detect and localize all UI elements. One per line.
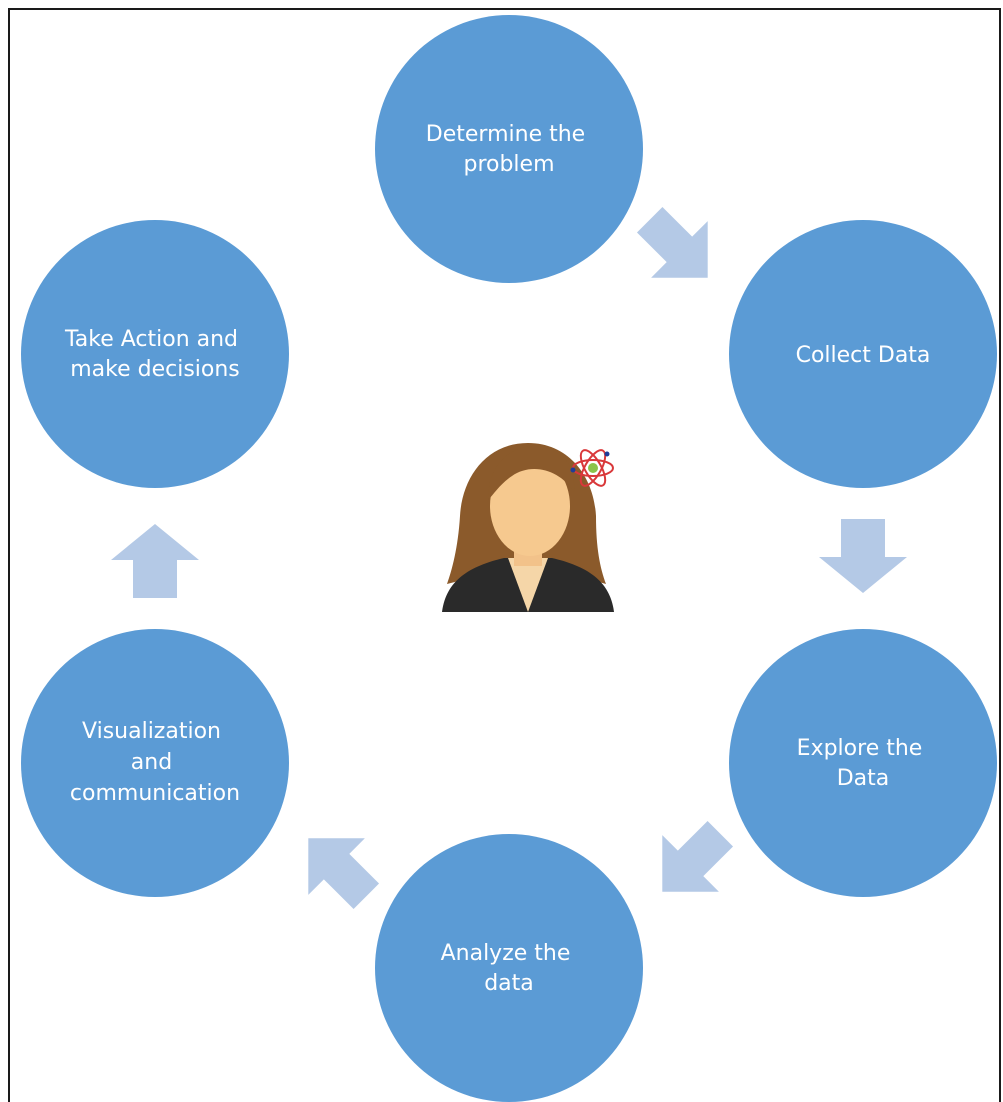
atom-icon bbox=[570, 449, 614, 487]
data-scientist-avatar-icon bbox=[442, 443, 614, 612]
arrow-down-left-icon bbox=[662, 820, 734, 892]
arrow-down-icon bbox=[819, 519, 907, 593]
arrow-down-right-icon bbox=[636, 206, 708, 278]
node-explore-label: Explore the Data bbox=[797, 736, 930, 791]
node-collect-label: Collect Data bbox=[796, 343, 931, 368]
node-determine bbox=[375, 15, 643, 283]
node-visualize-label: Visualization and communication bbox=[70, 719, 240, 806]
arrow-up-left-icon bbox=[308, 838, 380, 910]
arrow-up-icon bbox=[111, 524, 199, 598]
node-visualize bbox=[21, 629, 289, 897]
node-analyze-label: Analyze the data bbox=[441, 941, 578, 996]
node-collect bbox=[729, 220, 997, 488]
node-action bbox=[21, 220, 289, 488]
node-explore bbox=[729, 629, 997, 897]
node-determine-label: Determine the problem bbox=[426, 122, 592, 177]
node-action-label: Take Action and make decisions bbox=[64, 327, 245, 382]
node-analyze bbox=[375, 834, 643, 1102]
